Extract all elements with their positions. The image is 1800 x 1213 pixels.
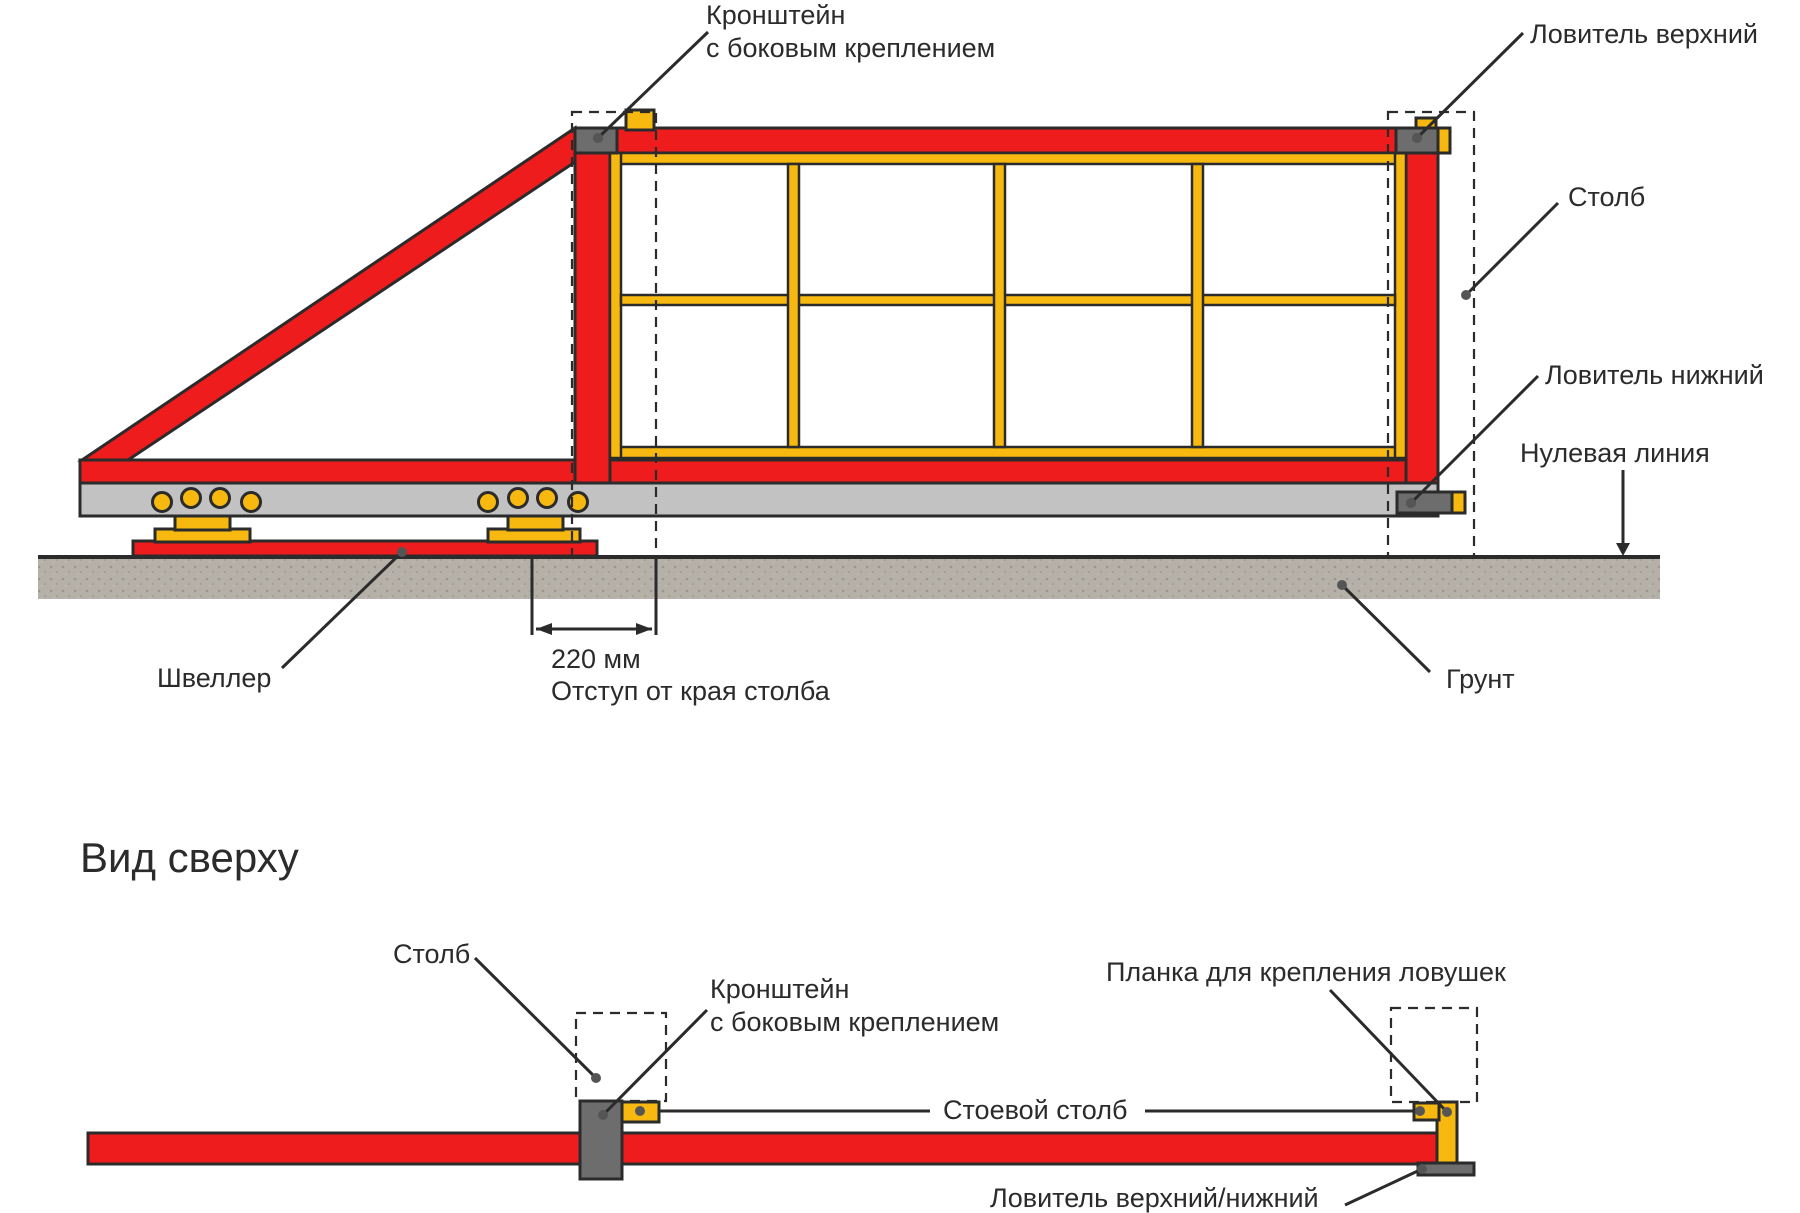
- leader-lower-catcher: [1409, 374, 1540, 505]
- label-top-post: Столб: [393, 939, 470, 969]
- label-channel: Швеллер: [157, 663, 271, 693]
- roller: [477, 491, 499, 513]
- leader-post: [1464, 201, 1560, 297]
- top-view: Вид сверху: [80, 834, 1506, 1213]
- roller: [240, 491, 262, 513]
- leader-channel: [280, 550, 404, 670]
- label-lower-catcher: Ловитель нижний: [1545, 360, 1764, 390]
- leader-top-bracket: [601, 1008, 709, 1117]
- gate-beam-top: [86, 1131, 1442, 1166]
- roller: [507, 487, 529, 509]
- rollers-right: [477, 487, 589, 513]
- label-bracket-line2: с боковым креплением: [706, 33, 995, 63]
- leader-catcher-upper-lower: [1344, 1167, 1423, 1207]
- left-frame-post: [573, 126, 612, 485]
- dimension-220: [530, 557, 658, 635]
- left-post-outline: [570, 110, 658, 559]
- leader-lines: [280, 30, 1630, 674]
- label-post: Столб: [1568, 182, 1645, 212]
- label-top-bracket-line1: Кронштейн: [710, 974, 849, 1004]
- label-catcher-plate: Планка для крепления ловушек: [1106, 957, 1506, 987]
- label-top-bracket-line2: с боковым креплением: [710, 1007, 999, 1037]
- roller: [180, 487, 202, 509]
- diagonal-strut: [77, 125, 577, 462]
- label-dimension-caption: Отступ от края столба: [551, 676, 831, 706]
- top-leader-lines: [473, 956, 1452, 1207]
- top-view-title: Вид сверху: [80, 834, 299, 881]
- ground-fill: [38, 559, 1660, 599]
- label-ground: Грунт: [1446, 664, 1515, 694]
- side-view: Кронштейн с боковым креплением Ловитель …: [38, 0, 1764, 706]
- label-upper-catcher: Ловитель верхний: [1530, 19, 1758, 49]
- leader-bracket: [596, 30, 710, 140]
- side-bracket: [573, 108, 656, 155]
- leader-catcher-plate: [1328, 988, 1449, 1114]
- inner-frame: [608, 151, 1408, 460]
- leader-upper-catcher: [1415, 31, 1525, 140]
- channel-beam: [131, 539, 599, 558]
- label-zero-line: Нулевая линия: [1520, 438, 1710, 468]
- label-catcher-upper-lower: Ловитель верхний/нижний: [990, 1183, 1319, 1213]
- roller-carriage-left: [153, 514, 252, 544]
- roller: [567, 491, 589, 513]
- guide-beam: [78, 481, 1440, 518]
- leader-ground: [1340, 583, 1432, 674]
- leader-top-post: [473, 956, 598, 1080]
- left-post-outline-top: [574, 1011, 668, 1103]
- right-frame-post: [1404, 126, 1440, 485]
- top-frame-beam: [573, 126, 1440, 155]
- upper-catcher: [1394, 116, 1452, 155]
- right-post-outline: [1386, 110, 1476, 559]
- bottom-frame-beam: [78, 458, 1440, 485]
- roller-carriage-right: [486, 514, 582, 544]
- roller: [536, 487, 558, 509]
- right-post-outline-top: [1389, 1006, 1479, 1104]
- rollers-left: [151, 487, 262, 513]
- label-dimension-value: 220 мм: [551, 644, 641, 674]
- roller: [151, 491, 173, 513]
- label-bracket-line1: Кронштейн: [706, 0, 845, 30]
- roller: [209, 487, 231, 509]
- label-standing-post: Стоевой столб: [943, 1095, 1127, 1125]
